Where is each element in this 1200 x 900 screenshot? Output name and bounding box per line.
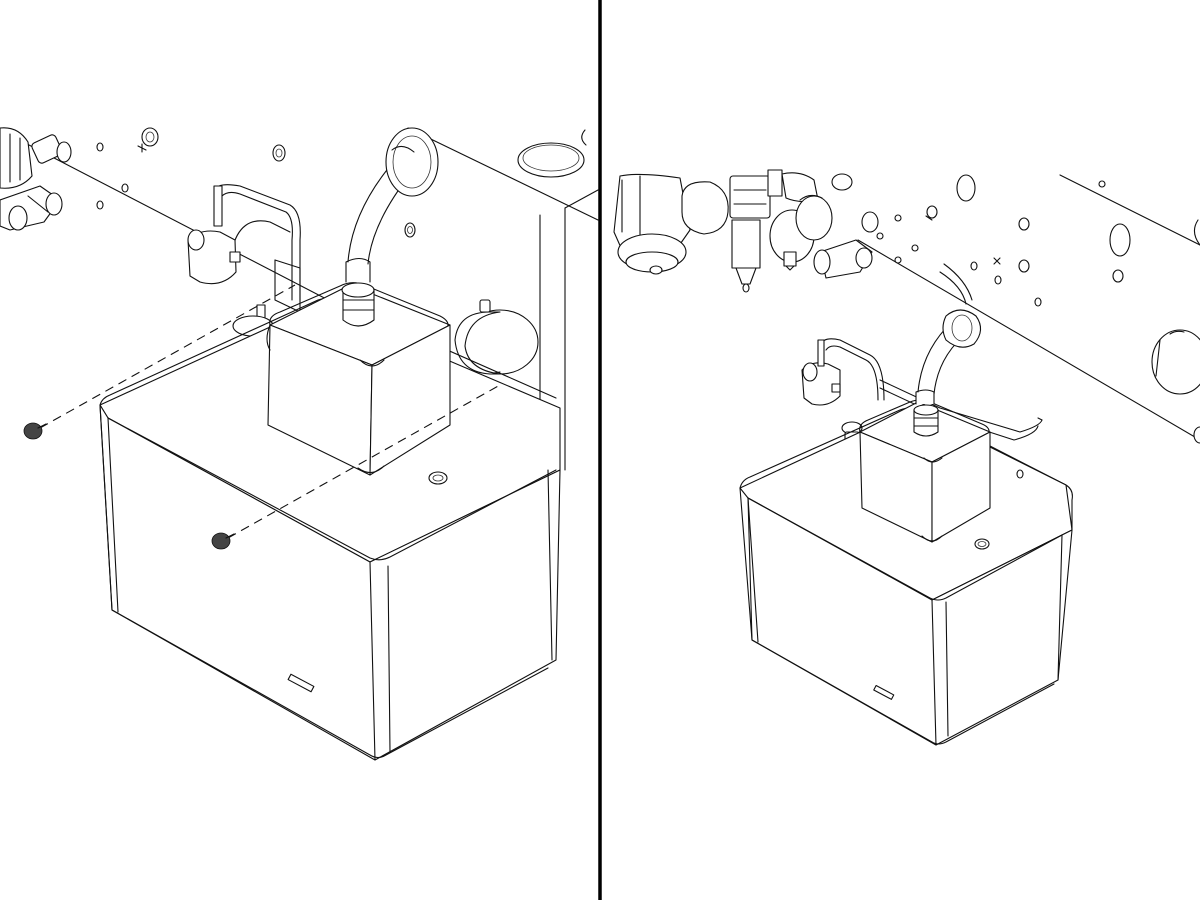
- right-hose: [917, 263, 982, 395]
- right-pressure-gauge: [801, 338, 885, 406]
- screw-icon: [23, 422, 47, 440]
- right-hose-fitting: [913, 389, 939, 437]
- left-filter: [454, 299, 539, 375]
- screw-icon: [211, 532, 235, 550]
- right-bracket-arm: [879, 379, 1043, 441]
- left-hose-fitting: [341, 257, 375, 327]
- left-hose: [347, 127, 439, 265]
- right-edge-cylinder: [1151, 329, 1200, 444]
- left-mounting-plate: [0, 127, 599, 471]
- left-pressure-gauge: [187, 184, 301, 301]
- left-panel: [0, 127, 599, 761]
- left-edge-fittings: [0, 127, 72, 231]
- right-filter-regulator: [613, 169, 879, 293]
- right-panel: [613, 169, 1200, 746]
- right-mounting-plate: [857, 174, 1200, 441]
- left-screws: [23, 284, 501, 550]
